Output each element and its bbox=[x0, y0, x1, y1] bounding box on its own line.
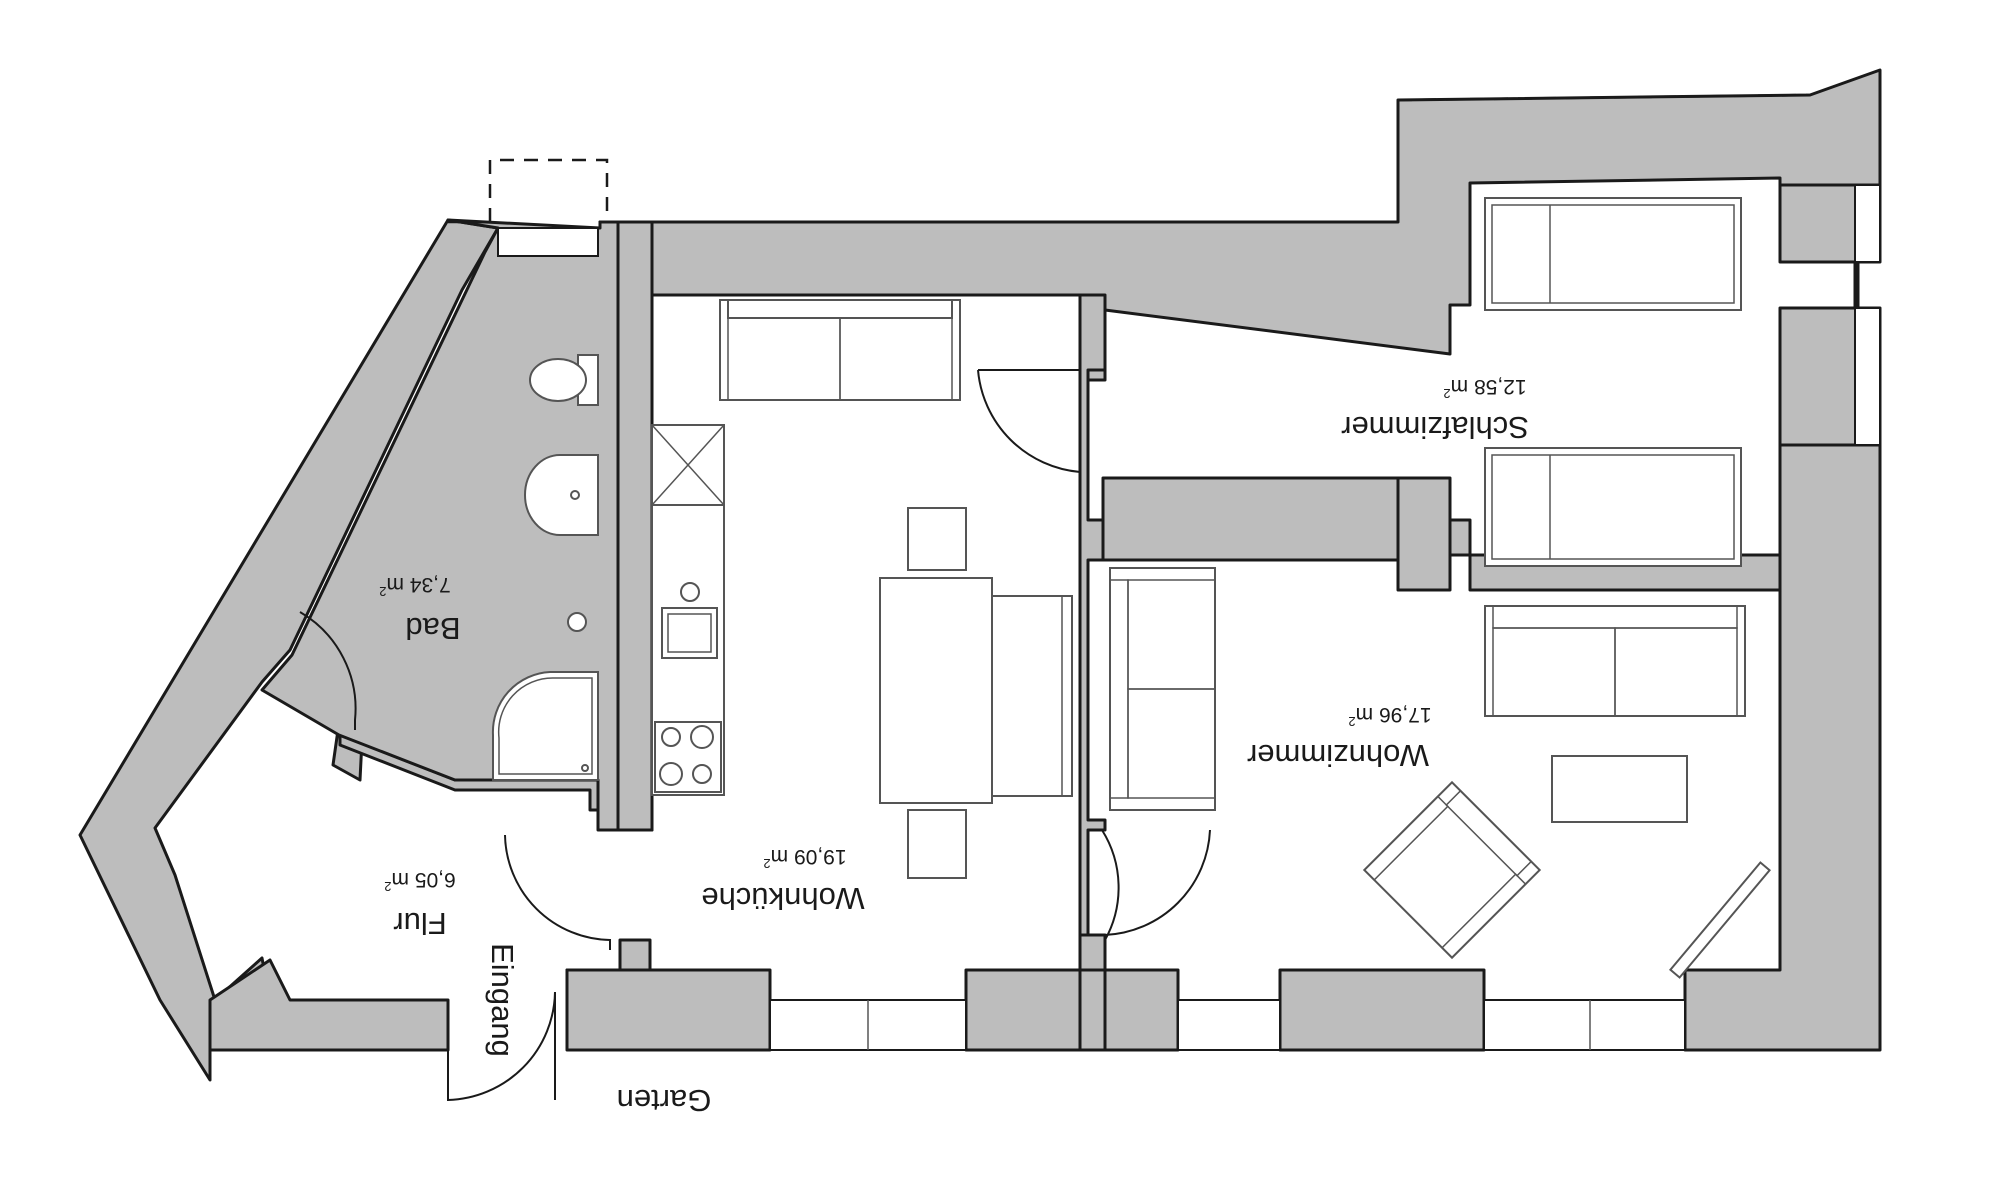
south-wall-segment-3 bbox=[1278, 968, 1486, 1052]
room-area-bad: 7,34 m bbox=[387, 573, 451, 596]
svg-text:12,58 m2: 12,58 m2 bbox=[1443, 375, 1526, 401]
svg-text:6,05 m2: 6,05 m2 bbox=[384, 868, 455, 894]
dashed-outlines bbox=[448, 93, 1811, 224]
room-area-flur: 6,05 m bbox=[392, 868, 456, 891]
door-flur-bad bbox=[299, 611, 357, 730]
room-name-wohnkueche: Wohnküche bbox=[701, 881, 864, 916]
room-area-wohnkueche: 19,09 m bbox=[771, 845, 847, 868]
living-sofa-north bbox=[1484, 605, 1746, 717]
door-flur-kitchen bbox=[504, 834, 611, 950]
room-area-bad-sup: 2 bbox=[379, 584, 386, 599]
bedroom-south-wall bbox=[1396, 476, 1452, 592]
door-kitchen-living-arc bbox=[1104, 829, 1211, 936]
room-area-flur-sup: 2 bbox=[384, 879, 391, 894]
room-labels: Bad 7,34 m2 Flur 6,05 m2 Wohnküche 19,09… bbox=[379, 375, 1529, 941]
pipe-circle bbox=[567, 612, 587, 632]
dashed-chimney-outline bbox=[488, 158, 609, 222]
window-east-2 bbox=[1854, 307, 1881, 446]
kitchen-east-wall-lower bbox=[1078, 933, 1107, 972]
room-area-wohnkueche-sup: 2 bbox=[763, 856, 770, 871]
svg-text:7,34 m2: 7,34 m2 bbox=[379, 573, 450, 599]
window-south-2 bbox=[1177, 999, 1281, 1051]
window-east-1 bbox=[1854, 184, 1881, 263]
room-area-schlafzimmer-sup: 2 bbox=[1443, 386, 1450, 401]
room-area-schlafzimmer: 12,58 m bbox=[1451, 375, 1527, 398]
door-kitchen-bedroom bbox=[977, 369, 1081, 473]
south-wall-west bbox=[208, 958, 450, 1052]
svg-text:17,96 m2: 17,96 m2 bbox=[1348, 703, 1431, 729]
dashed-north-line-3 bbox=[1397, 93, 1811, 102]
doors bbox=[299, 369, 1211, 1102]
label-garten: Garten bbox=[617, 1083, 712, 1118]
room-name-wohnzimmer: Wohnzimmer bbox=[1247, 738, 1429, 773]
coffee-table bbox=[1551, 755, 1688, 823]
bed-north bbox=[1484, 197, 1742, 311]
room-name-schlafzimmer: Schlafzimmer bbox=[1341, 410, 1529, 445]
toilet bbox=[529, 354, 599, 406]
kitchen-east-wall bbox=[1078, 293, 1107, 972]
south-wall-segment-1 bbox=[565, 968, 772, 1052]
door-entrance bbox=[447, 991, 556, 1102]
south-wall-segment-2 bbox=[964, 968, 1180, 1052]
kitchen-sofa bbox=[719, 299, 961, 401]
bath-sink bbox=[524, 454, 599, 536]
armchair bbox=[1362, 780, 1542, 960]
living-sofa-west bbox=[1109, 567, 1216, 811]
bed-south bbox=[1484, 447, 1742, 567]
window-south-3 bbox=[1483, 999, 1686, 1051]
room-name-flur: Flur bbox=[393, 906, 446, 941]
label-eingang: Eingang bbox=[485, 943, 520, 1057]
room-area-wohnzimmer-sup: 2 bbox=[1348, 714, 1355, 729]
room-area-wohnzimmer: 17,96 m bbox=[1356, 703, 1432, 726]
svg-text:19,09 m2: 19,09 m2 bbox=[763, 845, 846, 871]
tv-bench bbox=[1668, 861, 1772, 979]
door-kitchen-living bbox=[1101, 829, 1120, 941]
shower-tray bbox=[491, 671, 599, 781]
furniture bbox=[491, 197, 1772, 979]
dining-table bbox=[879, 507, 1073, 879]
annotations: Eingang Garten bbox=[485, 943, 711, 1118]
kitchen-counter bbox=[651, 424, 725, 796]
room-name-bad: Bad bbox=[405, 611, 460, 646]
kitchen-east-wall-south bbox=[1078, 968, 1107, 1052]
windows bbox=[497, 184, 1881, 1051]
window-bad-north bbox=[497, 227, 599, 257]
